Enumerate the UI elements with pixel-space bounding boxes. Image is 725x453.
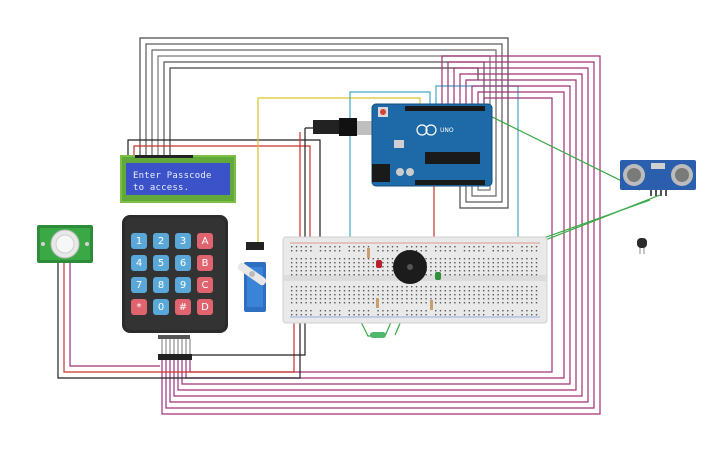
resistor-2: [376, 298, 379, 308]
wire-keypad-7: [185, 91, 565, 379]
wire-servo-signal: [257, 97, 421, 242]
wire-keypad-4: [173, 73, 583, 397]
keypad-key-label: 0: [158, 302, 164, 313]
keypad-key-0-0: [131, 233, 147, 249]
keypad-key-3-2: [175, 299, 191, 315]
wire-lcd-black-3: [151, 49, 497, 197]
wire-keypad-8: [189, 97, 553, 373]
keypad-key-2-3: [197, 277, 213, 293]
wire-keypad-5: [177, 79, 577, 391]
resistor-1: [367, 248, 370, 258]
wires: [57, 37, 661, 415]
keypad-key-label: 4: [136, 258, 142, 269]
wire-lcd-black-1: [139, 37, 509, 209]
keypad-key-1-0: [131, 255, 147, 271]
wire-pir-3: [69, 262, 160, 367]
keypad-key-label: *: [137, 302, 142, 313]
keypad-key-2-1: [153, 277, 169, 293]
keypad-key-2-2: [175, 277, 191, 293]
keypad-key-label: 1: [136, 236, 142, 247]
pir-sensor: [37, 225, 93, 263]
wire-lcd-vcc: [133, 145, 311, 240]
wire-lcd-black-2: [145, 43, 503, 203]
wire-ultra-1: [469, 105, 641, 191]
keypad-key-1-1: [153, 255, 169, 271]
keypad-key-0-3: [197, 233, 213, 249]
servo-motor: [237, 242, 267, 312]
keypad-key-label: 9: [180, 280, 186, 291]
arduino-label: UNO: [440, 127, 454, 134]
keypad-key-label: B: [202, 258, 209, 269]
keypad-key-label: D: [201, 302, 209, 313]
lcd-display: Enter Passcode to access.: [120, 155, 236, 203]
keypad-key-3-0: [131, 299, 147, 315]
wire-ard-gnd-top: [304, 127, 375, 240]
keypad-key-1-3: [197, 255, 213, 271]
wire-keypad-2: [165, 61, 595, 409]
lcd-pins: [135, 155, 193, 158]
keypad-key-label: 8: [158, 280, 164, 291]
keypad: 1 2 3 A 4 5 6 B 7 8 9 C * 0 # D: [122, 215, 228, 360]
wire-keypad-3: [169, 67, 589, 403]
keypad-key-2-0: [131, 277, 147, 293]
arduino-uno: UNO: [313, 103, 493, 187]
keypad-key-3-1: [153, 299, 169, 315]
keypad-key-label: #: [179, 302, 187, 313]
wire-pir-2: [63, 262, 295, 373]
lcd-line-2: to access.: [133, 183, 189, 193]
keypad-keys: 1 2 3 A 4 5 6 B 7 8 9 C * 0 # D: [131, 233, 213, 315]
buzzer: [393, 250, 427, 284]
keypad-key-0-2: [175, 233, 191, 249]
wire-lcd-gnd: [127, 139, 321, 240]
keypad-key-label: 3: [180, 236, 186, 247]
keypad-key-0-1: [153, 233, 169, 249]
keypad-key-label: 5: [158, 258, 164, 269]
keypad-key-label: 2: [158, 236, 164, 247]
wire-cyan-1: [349, 91, 431, 250]
keypad-key-label: 7: [136, 280, 142, 291]
wire-pir-1: [57, 262, 301, 379]
keypad-key-3-3: [197, 299, 213, 315]
keypad-key-label: 6: [180, 258, 186, 269]
temperature-sensor: [637, 238, 647, 254]
keypad-key-label: C: [202, 280, 209, 291]
ultrasonic-sensor: [620, 160, 696, 196]
led-red: [376, 260, 382, 268]
keypad-key-1-2: [175, 255, 191, 271]
photoresistor: [370, 332, 386, 338]
keypad-key-label: A: [202, 236, 209, 247]
wire-keypad-1: [161, 55, 601, 415]
resistor-3: [430, 300, 433, 310]
lcd-line-1: Enter Passcode: [133, 171, 212, 181]
wire-keypad-6: [181, 85, 571, 385]
led-green: [435, 272, 441, 280]
